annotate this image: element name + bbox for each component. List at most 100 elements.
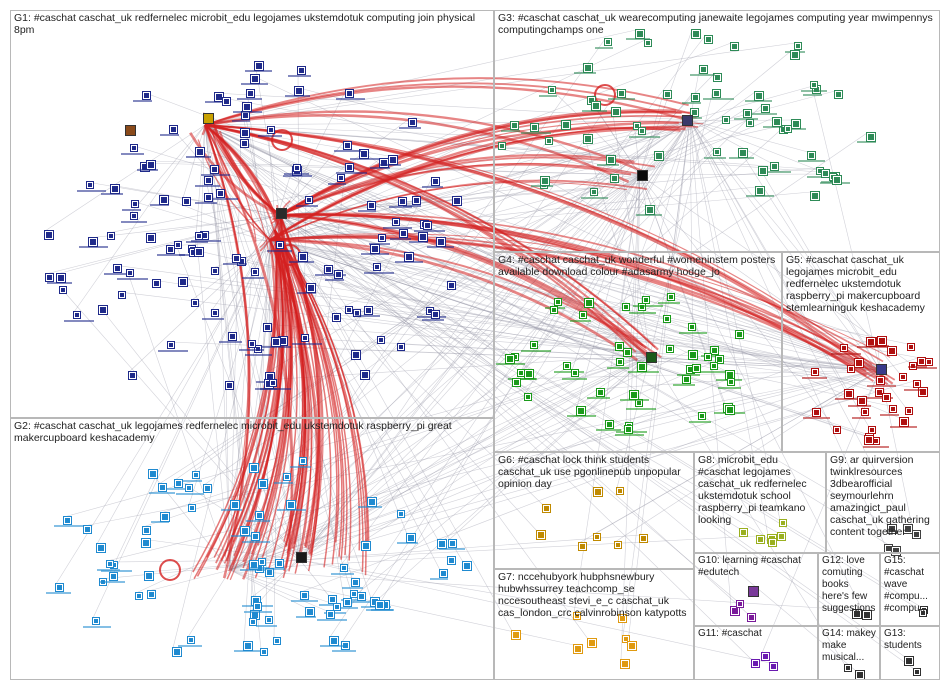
node-g7 — [573, 612, 581, 620]
edge — [334, 119, 691, 272]
node-g5 — [854, 358, 864, 368]
edge — [299, 378, 729, 561]
node-g3 — [755, 186, 765, 196]
edge-strong — [279, 120, 704, 216]
edge — [44, 124, 206, 232]
node-g1 — [404, 252, 414, 262]
edge-strong — [279, 212, 884, 363]
node-g2 — [328, 595, 337, 604]
node-g2 — [273, 637, 281, 645]
node-g1 — [263, 323, 272, 332]
node-g1 — [130, 144, 138, 152]
node-tick — [331, 573, 354, 575]
node-tick — [296, 616, 316, 618]
node-tick — [673, 384, 695, 386]
edge — [146, 214, 281, 235]
node-g6 — [578, 542, 587, 551]
node-tick — [554, 371, 584, 373]
node-tick — [857, 346, 888, 348]
group-panel-g2: G2: #caschat caschat_uk legojames redfer… — [10, 418, 494, 680]
node-g2 — [462, 561, 472, 571]
node-g1 — [251, 268, 259, 276]
node-tick — [745, 100, 772, 102]
node-tick — [597, 164, 619, 166]
node-tick — [348, 601, 374, 603]
edge — [229, 73, 715, 571]
node-g1 — [228, 332, 237, 341]
edge-strong — [274, 229, 313, 574]
node-g1 — [267, 126, 275, 134]
edge — [377, 174, 641, 338]
group-label-g8: G8: microbit_edu #caschat legojames casc… — [698, 454, 807, 526]
node-tick — [539, 95, 557, 97]
node-g1 — [248, 340, 256, 348]
edge-strong — [204, 113, 630, 183]
node-tick — [399, 127, 421, 129]
node-tick — [117, 278, 148, 280]
node-g1 — [240, 139, 249, 148]
node-g1 — [293, 164, 301, 172]
edge — [579, 119, 691, 313]
node-tick — [596, 429, 621, 431]
node-tick — [165, 488, 190, 490]
edge — [332, 313, 651, 356]
node-tick — [679, 332, 707, 334]
node-g4 — [554, 298, 562, 306]
edge — [142, 354, 651, 528]
node-g1 — [392, 218, 400, 226]
node-g5 — [864, 435, 874, 445]
edge — [204, 124, 464, 563]
node-g3 — [591, 101, 601, 111]
node-g3 — [583, 63, 593, 73]
edge — [380, 174, 641, 602]
node-g1 — [431, 310, 440, 319]
node-g2 — [249, 463, 259, 473]
node-tick — [160, 134, 179, 136]
edge — [128, 239, 271, 373]
node-g5 — [905, 407, 913, 415]
node-tick — [582, 110, 607, 112]
edge — [110, 184, 281, 216]
edge — [204, 124, 255, 604]
edge — [689, 119, 834, 177]
node-tick — [620, 399, 649, 401]
node-g4 — [667, 293, 675, 301]
node-g3 — [663, 90, 672, 99]
node-tick — [334, 150, 361, 152]
node-g2 — [135, 592, 143, 600]
edge — [578, 369, 881, 544]
node-g5 — [917, 357, 926, 366]
group-label-g14: G14: makey make musical... — [822, 628, 876, 663]
edge-strong — [218, 130, 281, 216]
edge — [271, 174, 641, 339]
node-g9 — [891, 546, 901, 556]
node-g1 — [159, 195, 169, 205]
self-loop — [271, 129, 293, 151]
node-g1 — [298, 252, 308, 262]
node-tick — [284, 173, 309, 175]
edge-strong — [274, 229, 332, 568]
edge-strong — [274, 229, 370, 547]
node-g1 — [59, 286, 67, 294]
node-tick — [328, 183, 346, 185]
node-tick — [718, 387, 741, 389]
node-g3 — [794, 42, 802, 50]
edge — [639, 173, 831, 176]
node-g3 — [712, 89, 721, 98]
node-g2 — [258, 558, 266, 566]
node-g2 — [109, 572, 118, 581]
node-tick — [417, 316, 446, 318]
node-g1 — [408, 118, 417, 127]
group-panel-g11: G11: #caschat — [694, 626, 818, 680]
edge — [649, 89, 714, 356]
hub-avatar — [876, 364, 887, 375]
node-g3 — [761, 104, 770, 113]
node-tick — [798, 160, 825, 162]
node-g3 — [610, 174, 619, 183]
node-g4 — [710, 346, 719, 355]
node-tick — [260, 388, 291, 390]
edge — [147, 569, 231, 592]
node-g3 — [770, 162, 779, 171]
edge — [448, 354, 651, 541]
edge — [229, 357, 919, 571]
